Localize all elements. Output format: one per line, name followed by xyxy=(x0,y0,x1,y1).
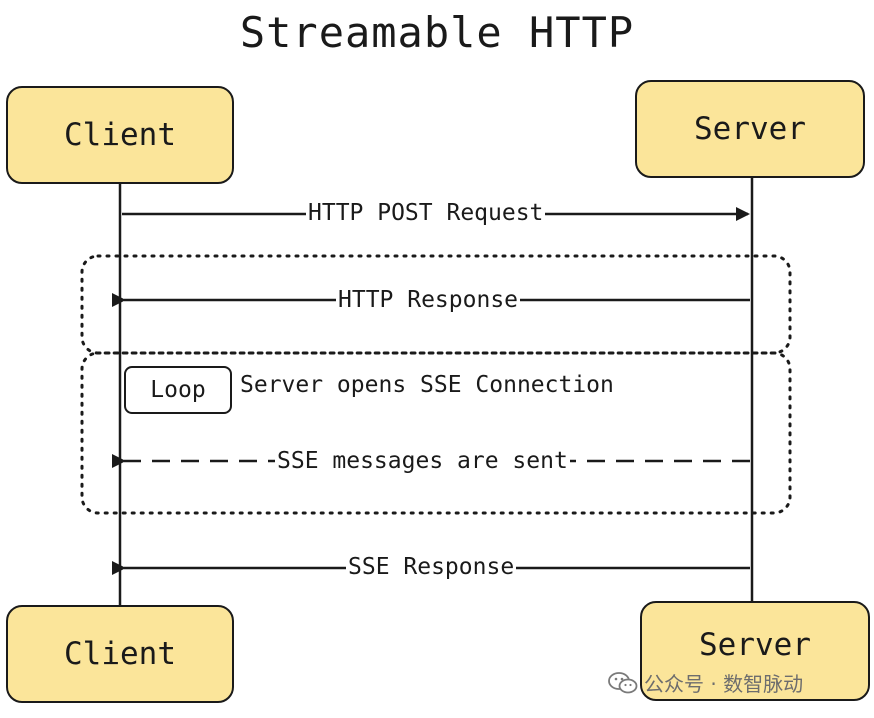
http-response-label: HTTP Response xyxy=(336,286,521,314)
client-label-top: Client xyxy=(64,117,176,153)
response-group-frame xyxy=(80,254,792,355)
server-label-top: Server xyxy=(694,111,806,147)
server-box-top: Server xyxy=(635,80,865,178)
client-box-bottom: Client xyxy=(6,605,234,703)
watermark-text: 公众号 · 数智脉动 xyxy=(644,672,804,696)
wechat-icon xyxy=(608,671,638,693)
watermark: 公众号 · 数智脉动 xyxy=(608,668,803,697)
client-label-bottom: Client xyxy=(64,636,176,672)
client-box-top: Client xyxy=(6,86,234,184)
loop-tag: Loop xyxy=(124,366,232,414)
diagram-title: Streamable HTTP xyxy=(239,8,635,57)
post-request-label: HTTP POST Request xyxy=(306,199,546,227)
loop-condition: Server opens SSE Connection xyxy=(240,372,614,398)
server-box-bottom: Server xyxy=(640,601,870,701)
sse-messages-label: SSE messages are sent xyxy=(275,447,570,475)
loop-tag-label: Loop xyxy=(150,377,206,403)
server-label-bottom: Server xyxy=(699,627,811,663)
sse-response-label: SSE Response xyxy=(346,553,517,581)
loop-frame xyxy=(80,351,792,515)
